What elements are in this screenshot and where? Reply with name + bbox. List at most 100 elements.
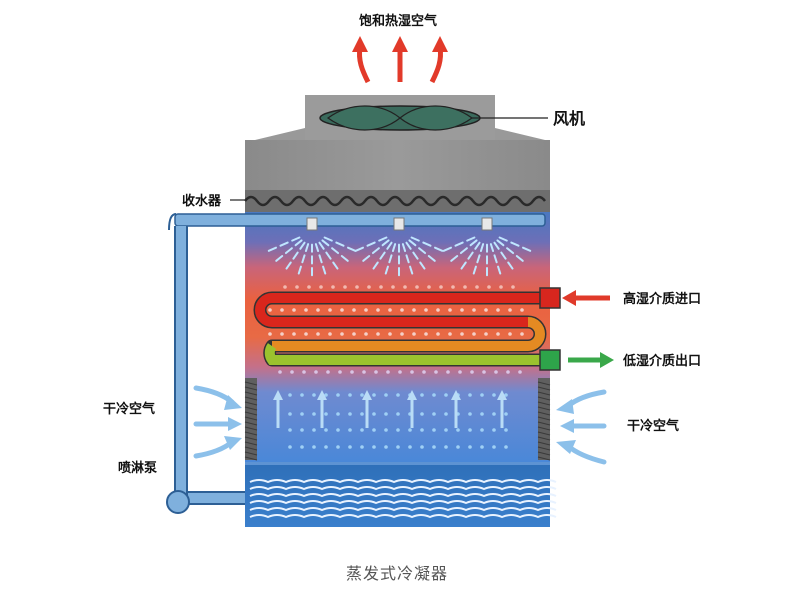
spray-streak — [454, 241, 464, 247]
droplet — [480, 445, 484, 449]
arrow-up-icon — [273, 390, 507, 428]
spray-streak — [294, 239, 303, 247]
spray-streak — [340, 255, 349, 262]
droplet — [475, 285, 479, 289]
droplet — [482, 370, 486, 374]
arrow-in-icon — [565, 443, 607, 465]
spray-nozzles — [306, 217, 493, 231]
droplet — [336, 393, 340, 397]
droplet — [348, 412, 352, 416]
wave-line — [249, 514, 557, 519]
droplet — [324, 412, 328, 416]
louver-slat — [537, 386, 551, 391]
droplet — [403, 285, 407, 289]
louver-slat — [244, 381, 258, 386]
spray-streak — [299, 241, 306, 250]
droplet — [312, 412, 316, 416]
droplet — [280, 308, 284, 312]
droplet — [398, 370, 402, 374]
spray-streak — [405, 254, 410, 264]
droplet — [496, 332, 500, 336]
droplet — [295, 285, 299, 289]
droplet — [268, 332, 272, 336]
spray-streak — [409, 265, 414, 275]
droplet — [518, 370, 522, 374]
louver-slat — [537, 396, 551, 401]
droplet — [451, 285, 455, 289]
droplet — [506, 370, 510, 374]
louver-slat — [244, 436, 258, 441]
droplet — [420, 393, 424, 397]
droplet — [396, 428, 400, 432]
spray-streak — [323, 236, 333, 242]
spray-streak — [284, 247, 293, 255]
spray-streak — [318, 254, 323, 264]
droplet — [439, 285, 443, 289]
spray-water — [267, 236, 532, 277]
droplet — [331, 285, 335, 289]
spray-streak — [459, 247, 468, 255]
water-collector-label: 收水器 — [182, 193, 222, 209]
droplet — [288, 445, 292, 449]
droplet — [384, 445, 388, 449]
droplet — [348, 393, 352, 397]
droplet — [360, 428, 364, 432]
louver-slat — [537, 391, 551, 396]
spray-streak — [434, 246, 444, 252]
droplet — [396, 412, 400, 416]
droplet — [468, 412, 472, 416]
droplet — [520, 332, 524, 336]
droplet — [307, 285, 311, 289]
droplet — [480, 428, 484, 432]
spray-streak — [362, 255, 371, 262]
droplet — [352, 308, 356, 312]
droplet — [484, 308, 488, 312]
droplet — [288, 393, 292, 397]
droplet — [343, 285, 347, 289]
inlet-arrow — [562, 290, 610, 306]
arrow-in-icon — [556, 440, 576, 454]
droplet — [360, 412, 364, 416]
spray-pump-label: 喷淋泵 — [118, 460, 157, 476]
louver-slat — [537, 421, 551, 426]
spray-streak — [401, 243, 407, 253]
spray-streak — [325, 251, 332, 260]
droplet — [504, 412, 508, 416]
spray-streak — [489, 243, 495, 253]
droplet — [300, 412, 304, 416]
arrow-in-icon — [228, 417, 242, 431]
droplet — [412, 332, 416, 336]
spray-streak — [405, 241, 412, 250]
droplet — [324, 445, 328, 449]
spray-streak — [460, 261, 467, 270]
spray-streak — [372, 261, 379, 270]
spray-streak — [322, 265, 327, 275]
droplet — [396, 393, 400, 397]
droplet — [372, 445, 376, 449]
spray-pump — [166, 490, 190, 514]
spray-streak — [384, 265, 389, 275]
droplet — [468, 445, 472, 449]
wave-line — [249, 486, 557, 491]
droplet — [460, 308, 464, 312]
droplet — [326, 370, 330, 374]
droplet — [444, 393, 448, 397]
droplet — [496, 308, 500, 312]
droplet — [448, 308, 452, 312]
arrow-in-icon — [556, 399, 574, 414]
droplet — [487, 285, 491, 289]
droplet — [302, 370, 306, 374]
droplet — [290, 370, 294, 374]
spray-streak — [450, 255, 459, 262]
arrow-up-icon — [407, 390, 417, 400]
left-louver — [244, 378, 258, 461]
droplet — [372, 428, 376, 432]
arrow-in-icon — [224, 436, 242, 450]
louver-slat — [244, 401, 258, 406]
fan-label: 风机 — [553, 109, 585, 128]
droplet — [314, 370, 318, 374]
wave-line — [249, 479, 557, 484]
louver-slat — [537, 411, 551, 416]
droplet — [420, 428, 424, 432]
droplet — [360, 393, 364, 397]
